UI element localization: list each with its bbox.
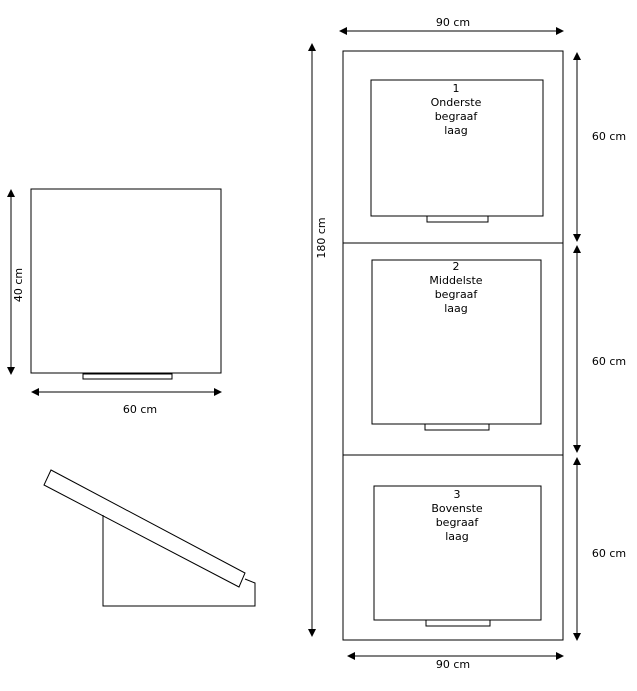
section-1-line-2: begraaf [435,110,479,123]
stand-frame [102,515,256,607]
section-1-height-label: 60 cm [592,130,626,143]
section-3: 3 Bovenste begraaf laag [373,485,542,627]
section-1: 1 Onderste begraaf laag [370,79,544,223]
tall-panel-frame [342,50,564,641]
section-2-handle [424,423,490,431]
section-3-line-3: laag [445,530,469,543]
tall-panel-height-label: 180 cm [315,217,328,258]
section-3-line-2: begraaf [436,516,480,529]
section-2-line-1: Middelste [429,274,482,287]
tilted-panel-board [43,469,246,588]
small-panel-box [30,188,222,374]
section-3-handle [425,619,491,627]
section-1-line-3: laag [444,124,468,137]
tall-panel-bottom-width-label: 90 cm [436,658,470,671]
small-panel-handle [82,373,173,380]
tall-panel: 1 Onderste begraaf laag 2 Middelste begr… [308,16,626,671]
tilted-panel-stand [43,469,256,607]
small-panel-width-label: 60 cm [123,403,157,416]
section-3-line-1: Bovenste [431,502,483,515]
section-1-number: 1 [453,82,460,95]
section-2: 2 Middelste begraaf laag [371,259,542,431]
small-panel: 40 cm 60 cm [7,188,222,416]
section-1-line-1: Onderste [431,96,482,109]
section-1-handle [426,215,489,223]
section-2-line-3: laag [444,302,468,315]
tall-panel-top-width-label: 90 cm [436,16,470,29]
section-2-height-label: 60 cm [592,355,626,368]
section-3-number: 3 [454,488,461,501]
section-3-height-label: 60 cm [592,547,626,560]
section-2-number: 2 [453,260,460,273]
section-2-line-2: begraaf [435,288,479,301]
small-panel-height-label: 40 cm [12,268,25,302]
